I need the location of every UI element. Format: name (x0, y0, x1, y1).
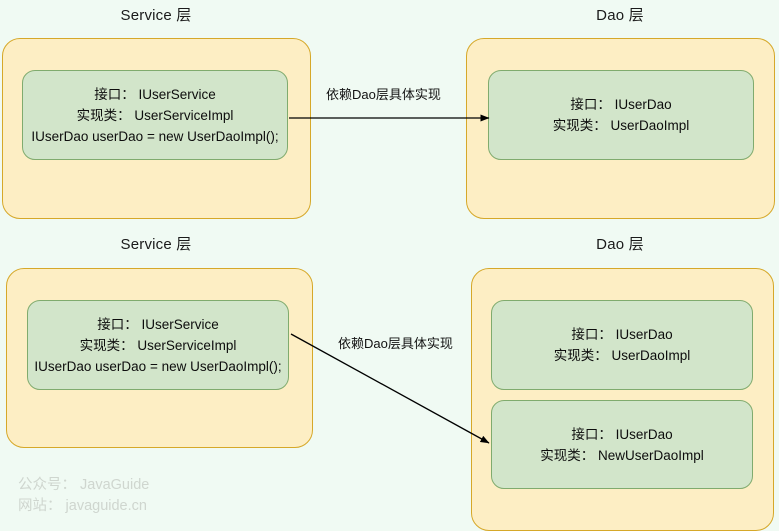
watermark-website: 网站： javaguide.cn (18, 498, 147, 514)
top-dao-layer-title: Dao 层 (596, 7, 644, 24)
bottom-dao-class-2-impl: 实现类： NewUserDaoImpl (540, 447, 704, 463)
top-service-class-impl: 实现类： UserServiceImpl (76, 107, 234, 123)
top-dao-class-box[interactable]: 接口： IUserDao 实现类： UserDaoImpl (488, 70, 754, 160)
top-service-class-code: IUserDao userDao = new UserDaoImpl(); (31, 128, 279, 144)
bottom-service-class-interface: 接口： IUserService (97, 316, 219, 332)
top-dao-class-interface: 接口： IUserDao (570, 97, 672, 112)
top-service-layer-title: Service 层 (120, 7, 192, 24)
watermark-wechat: 公众号： JavaGuide (18, 477, 150, 493)
bottom-dao-layer-title: Dao 层 (596, 236, 644, 253)
bottom-service-class-code: IUserDao userDao = new UserDaoImpl(); (34, 358, 282, 374)
bottom-dao-class-1-impl: 实现类： UserDaoImpl (553, 348, 691, 363)
top-dao-class-impl: 实现类： UserDaoImpl (552, 118, 690, 133)
bottom-dao-class-box-1[interactable]: 接口： IUserDao 实现类： UserDaoImpl (491, 300, 753, 390)
bottom-service-class-impl: 实现类： UserServiceImpl (79, 337, 237, 353)
bottom-dao-class-1-interface: 接口： IUserDao (571, 327, 673, 342)
bottom-dependency-edge-label: 依赖Dao层具体实现 (338, 336, 453, 351)
bottom-dao-class-2-interface: 接口： IUserDao (571, 426, 673, 442)
bottom-dao-class-box-2[interactable]: 接口： IUserDao 实现类： NewUserDaoImpl (491, 400, 753, 489)
bottom-service-class-box[interactable]: 接口： IUserService 实现类： UserServiceImpl IU… (27, 300, 289, 390)
top-service-class-interface: 接口： IUserService (94, 86, 216, 102)
top-service-class-box[interactable]: 接口： IUserService 实现类： UserServiceImpl IU… (22, 70, 288, 160)
bottom-service-layer-title: Service 层 (120, 236, 192, 253)
top-dependency-edge-label: 依赖Dao层具体实现 (326, 87, 441, 102)
